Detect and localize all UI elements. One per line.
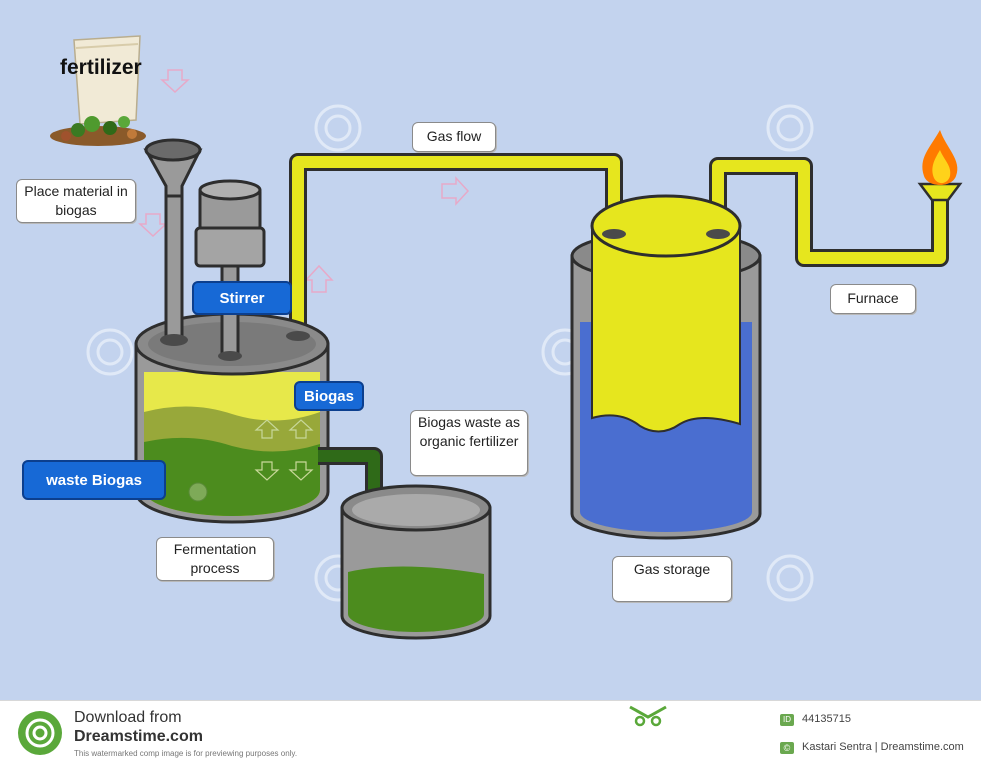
furnace-label: Furnace (830, 284, 916, 314)
fertilizer-bag-icon (50, 35, 146, 146)
site-name[interactable]: Dreamstime.com (74, 728, 203, 745)
fertilizer-title: fertilizer (60, 56, 142, 79)
image-id: 44135715 (802, 713, 851, 725)
waste-biogas-label: waste Biogas (22, 460, 166, 500)
copyright-badge: © (780, 742, 794, 754)
image-credit: Kastari Sentra | Dreamstime.com (802, 741, 964, 753)
scissors-icon (629, 705, 667, 727)
stirrer-label: Stirrer (192, 281, 292, 315)
pipe-outlet (286, 331, 310, 341)
feed-funnel (143, 138, 203, 346)
place-material-label: Place material in biogas (16, 179, 136, 223)
fermentation-label: Fermentation process (156, 537, 274, 581)
dreamstime-footer: Download from Dreamstime.com This waterm… (0, 700, 981, 769)
flame-icon (922, 130, 958, 185)
id-badge: ID (780, 714, 794, 726)
biogas-label: Biogas (294, 381, 364, 411)
burner (917, 182, 963, 202)
waste-basin (340, 484, 492, 640)
biogas-waste-label: Biogas waste as organic fertilizer (410, 410, 528, 476)
gas-pipe (289, 153, 949, 336)
watermark-note: This watermarked comp image is for previ… (74, 749, 298, 758)
gas-storage-tank (570, 194, 762, 540)
download-text: Download from (74, 709, 182, 726)
biogas-diagram (50, 35, 963, 640)
dreamstime-logo-icon (18, 711, 62, 755)
gas-storage-label: Gas storage (612, 556, 732, 602)
gas-flow-label: Gas flow (412, 122, 496, 152)
